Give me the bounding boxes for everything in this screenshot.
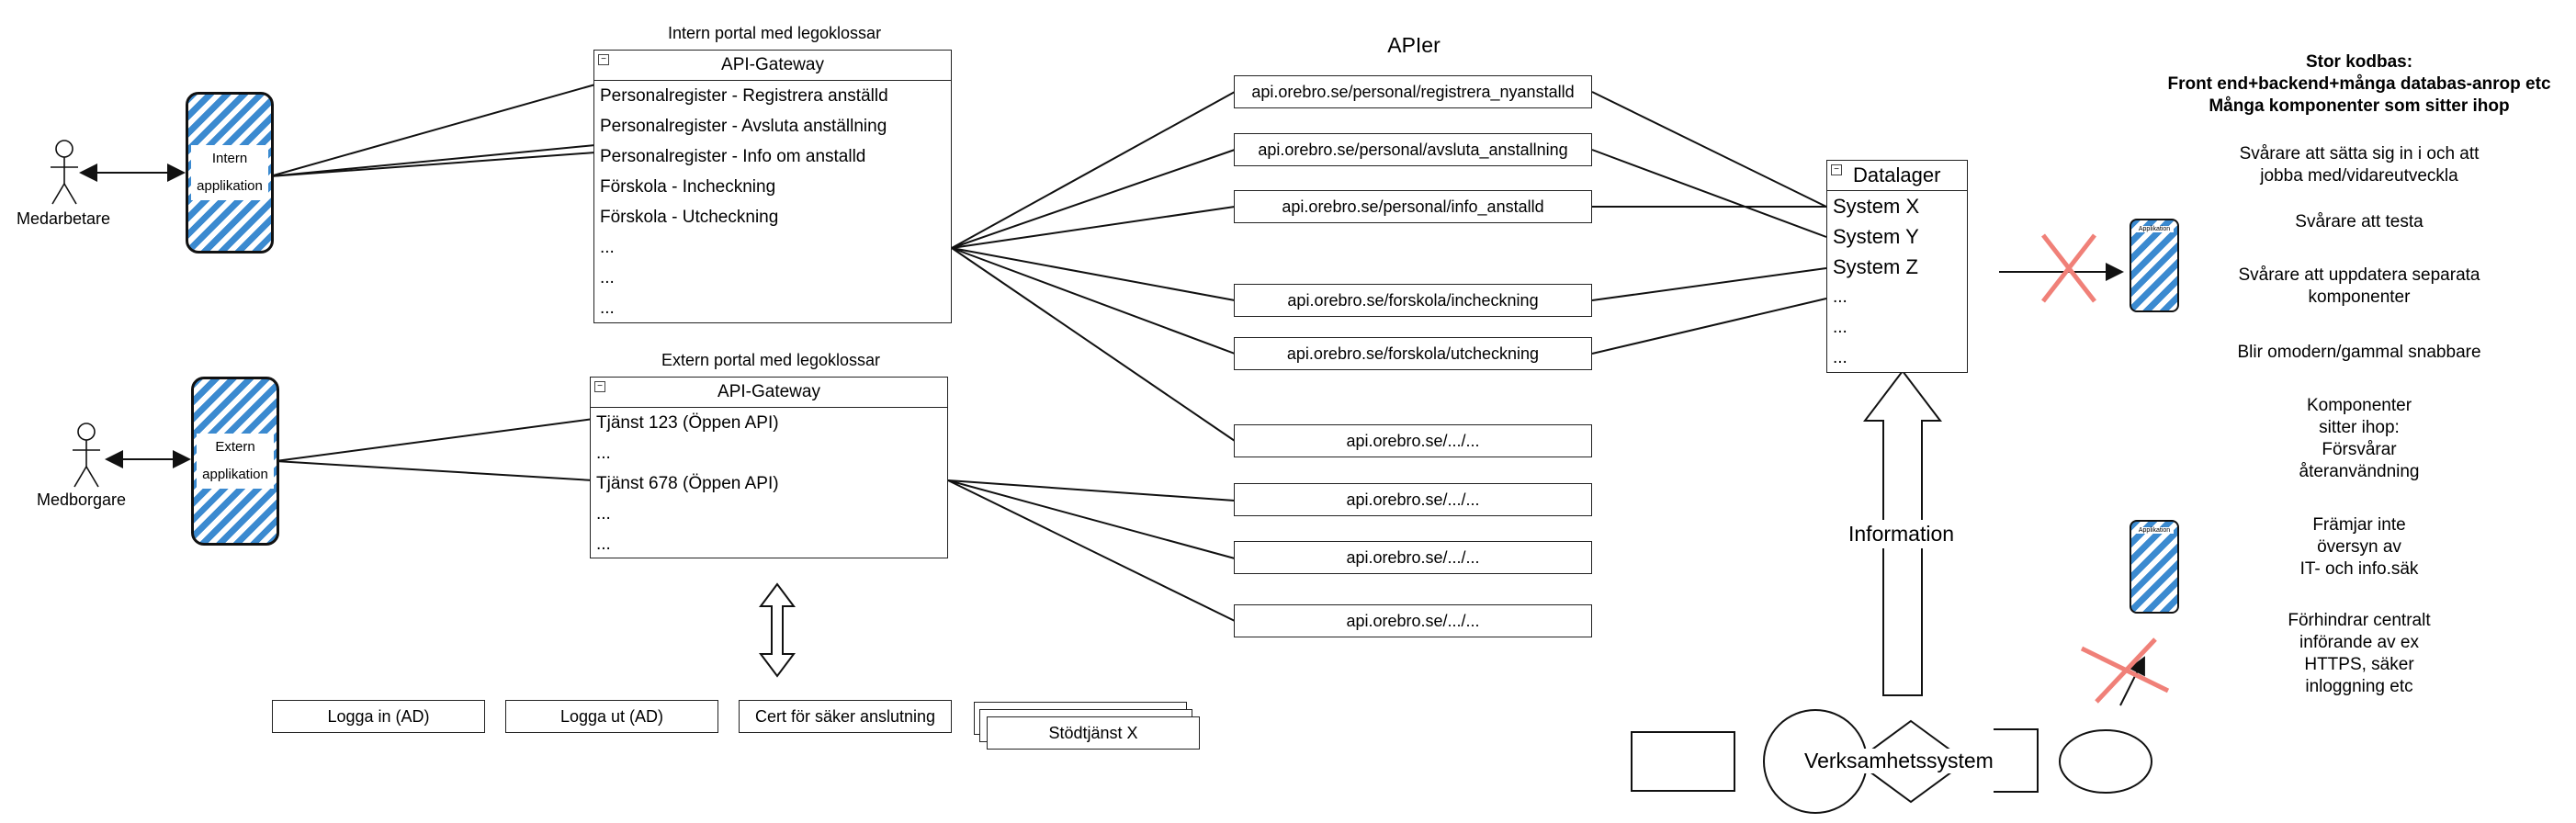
note-item: Förhindrar centralt införande av ex HTTP… [2288,611,2431,696]
external-gateway-panel: − API-Gateway Tjänst 123 (Öppen API) ...… [590,377,948,558]
datastore-row: ... [1833,287,1847,307]
api-endpoint: api.orebro.se/forskola/incheckning [1234,284,1592,317]
datastore-title: − Datalager [1827,161,1967,191]
internal-app-label: Intern applikation [191,145,268,200]
datastore-panel: − Datalager System X System Y System Z .… [1826,160,1968,373]
note-item: Blir omodern/gammal snabbare [2237,343,2481,362]
external-portal-caption: Extern portal med legoklossar [661,351,881,369]
api-endpoint: api.orebro.se/personal/avsluta_anstallni… [1234,133,1592,166]
gateway-row: Personalregister - Avsluta anställning [600,116,887,136]
apis-heading: APIer [1387,33,1441,57]
internal-app: Intern applikation [186,92,274,254]
actor-employee-label: Medarbetare [17,209,111,228]
cross-mark-1 [2041,233,2096,303]
gateway-row: ... [596,503,611,524]
shape-bracket [1994,728,2039,793]
support-service-box: Logga in (AD) [272,700,485,733]
internal-gateway-title: − API-Gateway [594,51,951,81]
gateway-row: ... [600,267,615,287]
shape-rectangle [1631,731,1735,792]
api-endpoint: api.orebro.se/.../... [1234,424,1592,457]
api-endpoint: api.orebro.se/.../... [1234,541,1592,574]
datastore-row: ... [1833,317,1847,337]
gateway-row: ... [600,237,615,257]
support-service-box: Cert för säker anslutning [739,700,952,733]
gateway-row: ... [596,443,611,463]
note-item: Svårare att testa [2295,212,2423,231]
mini-app: Applikation [2130,219,2179,312]
business-systems-label: Verksamhetssystem [1804,749,1994,773]
mini-app: Applikation [2130,520,2179,614]
note-item: Komponenter sitter ihop: Försvårar återa… [2299,396,2420,481]
external-app: Extern applikation [191,377,279,546]
note-item: Svårare att sätta sig in i och att jobba… [2239,144,2480,186]
support-service-box: Logga ut (AD) [505,700,718,733]
stick-figure-icon [73,423,100,488]
internal-gateway-panel: − API-Gateway Personalregister - Registr… [593,50,952,323]
note-item: Svårare att uppdatera separata komponent… [2238,265,2480,307]
api-endpoint: api.orebro.se/personal/registrera_nyanst… [1234,75,1592,108]
cross-pointer-arrow [2119,656,2145,706]
gateway-row: Personalregister - Registrera anställd [600,85,888,106]
information-label: Information [1847,520,1957,548]
support-service-stack: Stödtjänst X [987,716,1200,750]
api-endpoint: api.orebro.se/personal/info_anstalld [1234,190,1592,223]
collapse-icon[interactable]: − [594,381,605,392]
api-endpoint: api.orebro.se/.../... [1234,604,1592,637]
datastore-row: System Z [1833,254,1918,278]
datastore-row: ... [1833,347,1847,367]
gateway-row: Tjänst 678 (Öppen API) [596,473,779,493]
gateway-row: Förskola - Incheckning [600,176,776,197]
gateway-row: Personalregister - Info om anstalld [600,146,866,166]
stick-figure-icon [51,140,78,205]
gateway-row: Förskola - Utcheckning [600,207,779,227]
gateway-row: Tjänst 123 (Öppen API) [596,412,779,433]
external-gateway-title: − API-Gateway [591,378,947,408]
datastore-row: System X [1833,194,1920,218]
note-item: Främjar inte översyn av IT- och info.säk [2299,515,2419,579]
api-endpoint: api.orebro.se/forskola/utcheckning [1234,337,1592,370]
gateway-row: ... [596,534,611,554]
gateway-row: ... [600,298,615,318]
double-arrow [759,582,796,678]
datastore-row: System Y [1833,224,1919,248]
actor-citizen-label: Medborgare [37,490,127,509]
collapse-icon[interactable]: − [1831,164,1842,175]
api-endpoint: api.orebro.se/.../... [1234,483,1592,516]
shape-ellipse [2059,729,2152,794]
collapse-icon[interactable]: − [598,54,609,65]
cross-mark-2 [2080,637,2170,704]
notes-heading: Stor kodbas: Front end+backend+många dat… [2167,52,2551,116]
external-app-label: Extern applikation [197,434,274,489]
internal-portal-caption: Intern portal med legoklossar [667,24,882,42]
